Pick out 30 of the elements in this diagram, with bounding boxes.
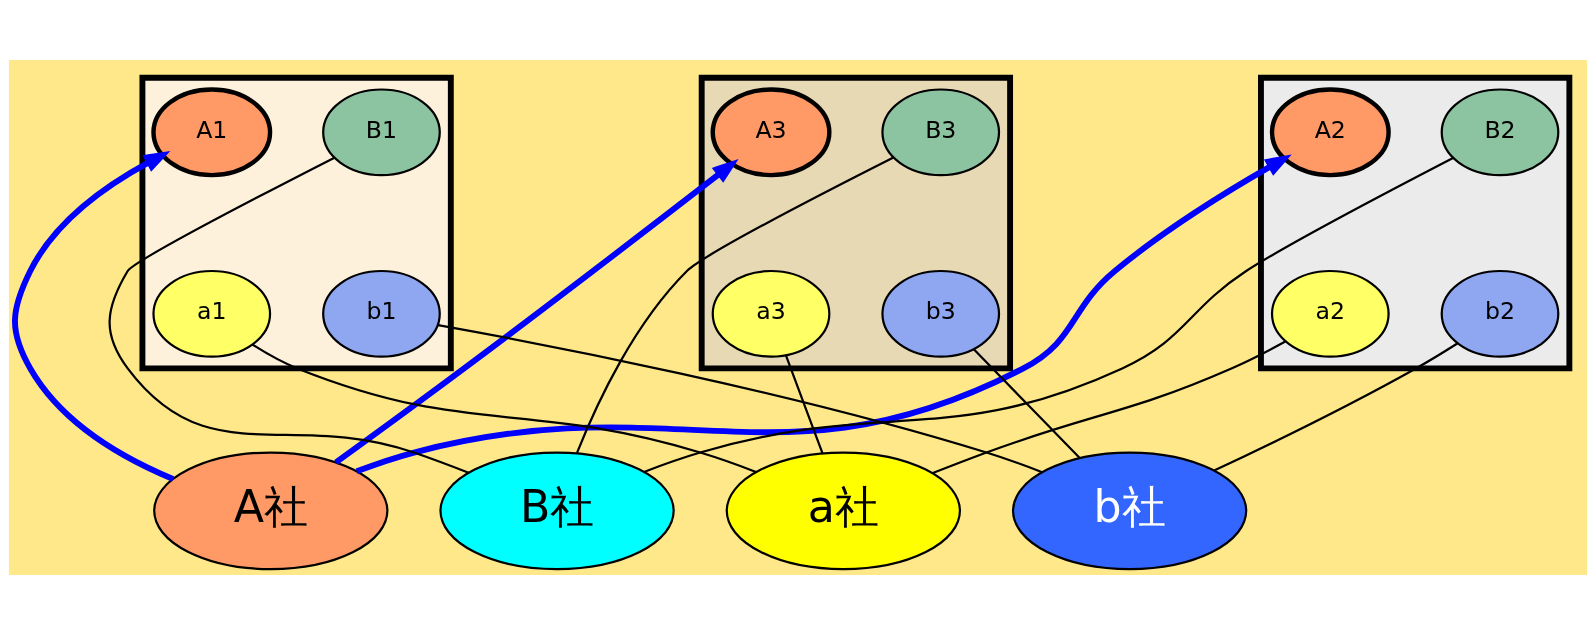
connector <box>784 354 824 454</box>
arrow <box>12 151 175 482</box>
node-ellipse: a社 <box>725 451 962 571</box>
node-ellipse: a2 <box>1270 269 1390 358</box>
node-ellipse: B1 <box>322 88 441 177</box>
node-ellipse: B3 <box>881 88 1001 177</box>
node-ellipse: b2 <box>1440 269 1560 358</box>
connector <box>932 340 1286 475</box>
connector <box>437 324 1043 474</box>
node-ellipse: B社 <box>439 451 675 571</box>
node-ellipse: A1 <box>151 87 273 178</box>
node-ellipse: b社 <box>1011 451 1248 571</box>
cluster <box>1258 74 1573 372</box>
node-ellipse: a3 <box>711 269 831 358</box>
node-ellipse: b3 <box>881 269 1001 358</box>
node-ellipse: a1 <box>152 269 272 358</box>
connector <box>973 348 1081 459</box>
connector <box>108 156 469 474</box>
node-ellipse: B2 <box>1440 88 1560 177</box>
node-ellipse: A2 <box>1269 87 1391 178</box>
node-ellipse: b1 <box>322 269 441 358</box>
connector <box>576 156 894 454</box>
cluster <box>698 74 1014 372</box>
arrow <box>334 159 739 465</box>
connector <box>643 157 1454 473</box>
connector <box>1213 342 1458 472</box>
connector <box>251 343 757 473</box>
node-ellipse: A社 <box>153 451 389 571</box>
arrow <box>355 154 1292 475</box>
node-ellipse: A3 <box>710 87 832 178</box>
